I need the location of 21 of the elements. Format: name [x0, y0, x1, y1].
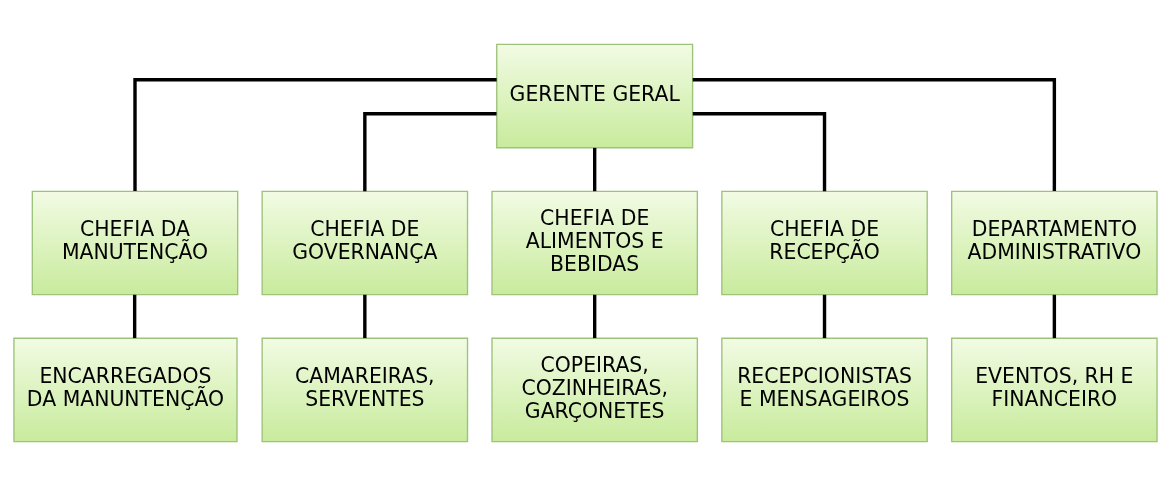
connector	[692, 111, 827, 191]
node-box: CHEFIA DA MANUTENÇÃO	[31, 190, 239, 295]
node-box: CHEFIA DE RECEPÇÃO	[721, 190, 928, 295]
connector	[692, 77, 1057, 191]
connector	[132, 294, 137, 338]
node-box: RECEPCIONISTAS E MENSAGEIROS	[721, 337, 928, 442]
connector	[592, 294, 597, 338]
node-box: CAMAREIRAS, SERVENTES	[261, 337, 469, 442]
connector	[1052, 294, 1057, 338]
node-box: ENCARREGADOS DA MANUNTENÇÃO	[13, 337, 238, 442]
node-box: DEPARTAMENTO ADMINISTRATIVO	[951, 190, 1158, 295]
connector	[133, 77, 497, 191]
node-box: CHEFIA DE ALIMENTOS E BEBIDAS	[491, 190, 699, 295]
connector	[363, 294, 367, 338]
connector	[822, 294, 827, 338]
connector	[592, 147, 597, 191]
node-box: EVENTOS, RH E FINANCEIRO	[951, 337, 1158, 442]
node-box: GERENTE GERAL	[496, 43, 694, 148]
node-box: COPEIRAS, COZINHEIRAS, GARÇONETES	[491, 337, 699, 442]
node-box: CHEFIA DE GOVERNANÇA	[261, 190, 469, 295]
connector	[363, 111, 497, 191]
